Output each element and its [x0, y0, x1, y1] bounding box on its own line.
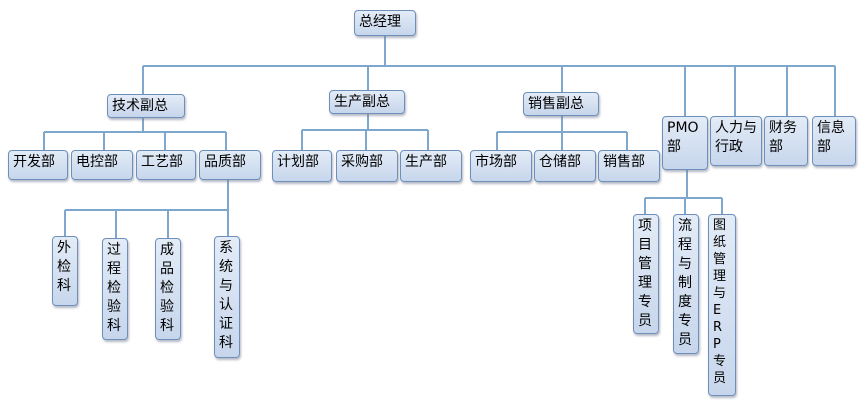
node-pm-specialist: 项 目 管 理 专 员 [633, 214, 659, 334]
node-vp-sales: 销售副总 [523, 92, 599, 116]
node-electric: 电控部 [71, 150, 133, 180]
node-vp-production: 生产副总 [329, 90, 405, 114]
node-flow-specialist: 流 程 与 制 度 专 员 [673, 214, 699, 354]
node-planning: 计划部 [272, 150, 332, 182]
node-hr-admin: 人力与 行政 [710, 116, 762, 166]
node-finance: 财务 部 [764, 116, 808, 166]
node-purchasing: 采购部 [336, 150, 398, 182]
node-inspect-out: 外 检 科 [52, 236, 78, 306]
node-market: 市场部 [470, 150, 532, 182]
node-cert: 系 统 与 认 证 科 [214, 236, 240, 358]
node-info: 信息 部 [812, 116, 856, 166]
node-process: 工艺部 [136, 150, 196, 180]
node-dev: 开发部 [8, 150, 68, 180]
node-ceo: 总经理 [354, 10, 416, 36]
node-sales-dept: 销售部 [598, 150, 660, 182]
node-production: 生产部 [400, 150, 462, 182]
node-pmo: PMO 部 [662, 116, 708, 170]
node-inspect-process: 过 程 检 验 科 [102, 238, 128, 340]
node-inspect-final: 成 品 检 验 科 [155, 238, 181, 340]
node-warehouse: 仓储部 [534, 150, 596, 182]
node-quality: 品质部 [199, 150, 261, 180]
node-drawing-specialist: 图 纸 管 理 与 E R P 专 员 [708, 214, 736, 396]
node-vp-tech: 技术副总 [107, 94, 185, 118]
